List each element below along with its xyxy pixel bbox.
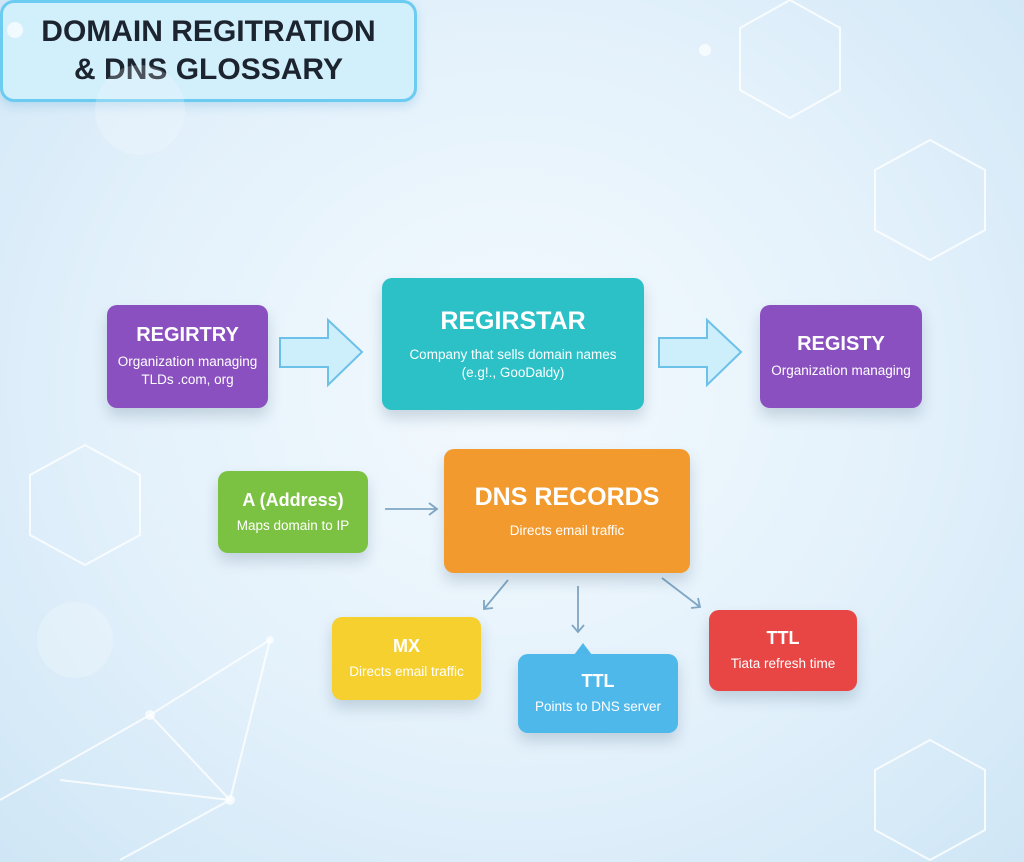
node-registrar: REGIRSTAR Company that sells domain name… xyxy=(382,278,644,410)
node-description: Directs email traffic xyxy=(509,522,625,538)
node-description: Maps domain to IP xyxy=(236,517,350,533)
node-description: Directs email traffic xyxy=(349,664,464,679)
node-heading: TTL xyxy=(766,628,800,648)
arrow-registry-to-registrar xyxy=(279,317,364,388)
node-ttl-red: TTL Tiata refresh time xyxy=(709,610,857,691)
node-heading: REGISTY xyxy=(797,333,885,355)
title-line-1: DOMAIN REGITRATION xyxy=(41,15,376,48)
node-heading: MX xyxy=(393,636,420,656)
title-line-2: & DNS GLOSSARY xyxy=(74,53,343,86)
node-description: Organization managing xyxy=(117,354,258,369)
node-heading: REGIRSTAR xyxy=(440,306,586,335)
node-description: Tiata refresh time xyxy=(730,656,836,671)
node-dns-records: DNS RECORDS Directs email traffic xyxy=(444,449,690,573)
node-heading: DNS RECORDS xyxy=(474,482,660,511)
node-registry: REGIRTRY Organization managing TLDs .com… xyxy=(107,305,268,408)
node-a-record: A (Address) Maps domain to IP xyxy=(218,471,368,553)
node-heading: TTL xyxy=(581,671,615,691)
arrow-registrar-to-registy xyxy=(658,317,743,388)
node-heading: REGIRTRY xyxy=(136,324,239,346)
node-description: TLDs .com, org xyxy=(141,372,234,387)
node-mx: MX Directs email traffic xyxy=(332,617,481,700)
speech-notch xyxy=(574,643,592,655)
page-title: DOMAIN REGITRATION & DNS GLOSSARY xyxy=(0,0,417,102)
node-description: (e.g!., GooDaldy) xyxy=(461,364,565,380)
node-description: Company that sells domain names xyxy=(409,346,617,362)
node-heading: A (Address) xyxy=(242,489,344,510)
node-description: Organization managing xyxy=(771,363,911,378)
node-ttl-blue: TTL Points to DNS server xyxy=(518,654,678,733)
node-registy: REGISTY Organization managing xyxy=(760,305,922,408)
node-description: Points to DNS server xyxy=(534,699,662,714)
